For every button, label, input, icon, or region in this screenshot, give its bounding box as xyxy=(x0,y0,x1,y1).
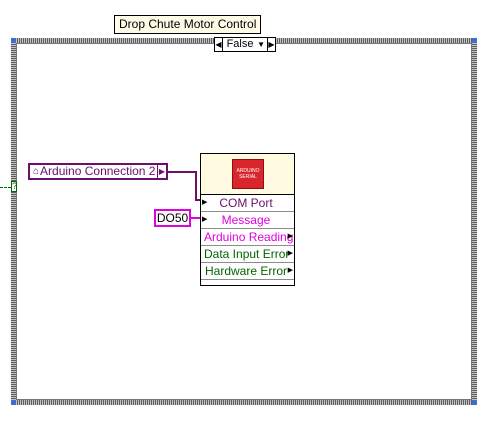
input-arrow-icon: ▶ xyxy=(202,216,208,223)
message-string-constant[interactable]: DO50 xyxy=(154,209,191,227)
arduino-serial-icon: ARDUINO SERIAL xyxy=(232,159,264,189)
case-corner-tr[interactable] xyxy=(472,38,477,43)
case-corner-bl[interactable] xyxy=(11,400,16,405)
data-input-error-terminal[interactable]: Data Input Error ▶ xyxy=(201,246,294,263)
subvi-icon-area[interactable]: ARDUINO SERIAL xyxy=(201,154,294,195)
home-icon: ⌂ xyxy=(33,166,40,177)
case-corner-tl[interactable] xyxy=(11,38,16,43)
case-corner-br[interactable] xyxy=(472,400,477,405)
case-selector[interactable]: ◀ False ▼ ▶ xyxy=(214,37,276,52)
arduino-connection-constant[interactable]: ⌂ Arduino Connection 2 ▶ xyxy=(28,163,168,180)
output-arrow-icon: ▶ xyxy=(287,233,293,240)
output-arrow-icon: ▶ xyxy=(287,267,293,274)
message-wire xyxy=(191,217,201,219)
com-port-wire-v xyxy=(195,171,197,201)
output-arrow-icon: ▶ xyxy=(287,250,293,257)
arduino-reading-terminal[interactable]: Arduino Reading ▶ xyxy=(201,229,294,246)
com-port-wire-h2 xyxy=(195,199,201,201)
arduino-connection-label: Arduino Connection 2 xyxy=(40,164,156,178)
input-arrow-icon: ▶ xyxy=(202,199,208,206)
arduino-reading-label: Arduino Reading xyxy=(204,230,294,244)
message-label: Message xyxy=(221,213,271,227)
output-arrow-icon: ▶ xyxy=(156,165,165,178)
hardware-error-label: Hardware Error xyxy=(204,264,288,278)
data-input-error-label: Data Input Error xyxy=(204,247,290,261)
case-selector-value[interactable]: False xyxy=(226,38,254,50)
boolean-wire xyxy=(0,187,11,188)
arduino-serial-subvi[interactable]: ARDUINO SERIAL ▶ COM Port ▶ Message Ardu… xyxy=(200,153,295,286)
chevron-down-icon[interactable]: ▼ xyxy=(257,40,265,49)
structure-label[interactable]: Drop Chute Motor Control xyxy=(114,15,262,34)
selector-terminal[interactable]: ? xyxy=(11,181,18,192)
case-decrement-button[interactable]: ◀ xyxy=(215,38,223,51)
message-terminal[interactable]: ▶ Message xyxy=(201,212,294,229)
case-increment-button[interactable]: ▶ xyxy=(267,38,275,51)
hardware-error-terminal[interactable]: Hardware Error ▶ xyxy=(201,263,294,280)
com-port-wire-h1 xyxy=(168,171,196,173)
com-port-terminal[interactable]: ▶ COM Port xyxy=(201,195,294,212)
com-port-label: COM Port xyxy=(219,196,273,210)
